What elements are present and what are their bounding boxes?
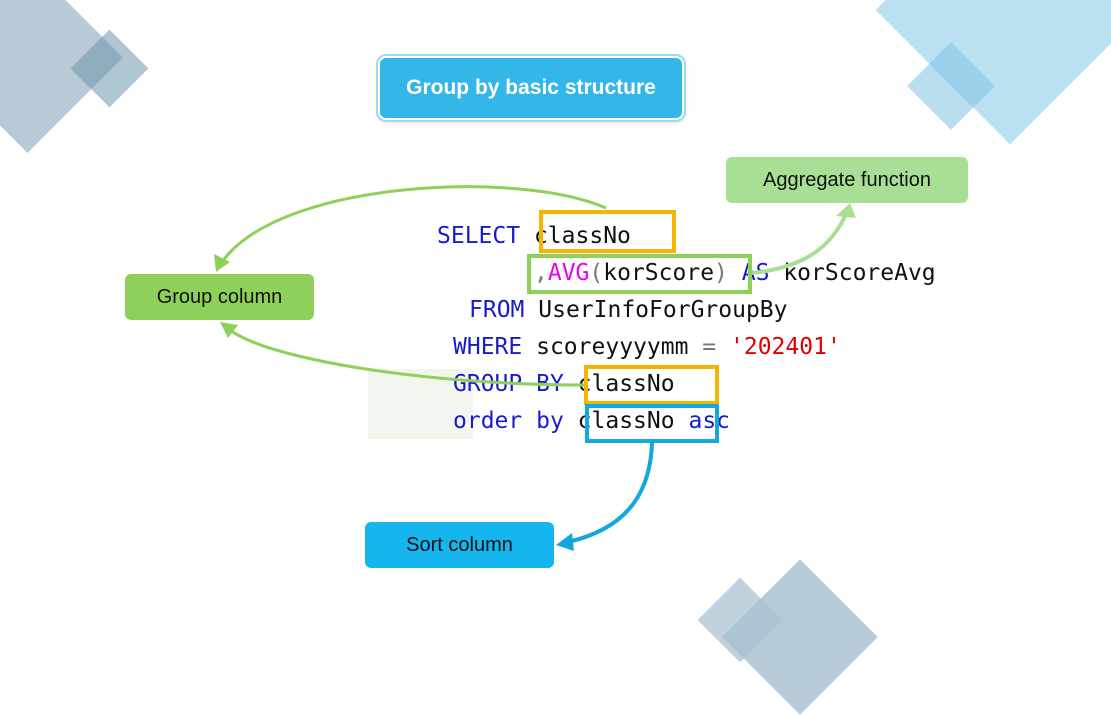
highlight-select-column	[539, 210, 676, 253]
code-line-order-by: order by classNo asc	[453, 403, 730, 440]
label-sort-column: Sort column	[365, 522, 554, 568]
avg-argument: korScore	[603, 260, 715, 286]
keyword-order-by: by	[536, 408, 564, 434]
paren-close: )	[714, 260, 728, 286]
arrow-head-group-bottom	[220, 322, 238, 338]
order-by-column: classNo	[577, 408, 675, 434]
arrow-head-group-top	[214, 254, 230, 272]
equals-operator: =	[702, 334, 717, 360]
page-title: Group by basic structure	[378, 56, 684, 120]
highlight-order-by-column	[585, 404, 719, 443]
select-column: classNo	[533, 223, 631, 249]
keyword-order: order	[453, 408, 523, 434]
code-line-where: WHERE scoreyyyymm = '202401'	[453, 329, 841, 366]
arrow-head-aggregate	[836, 203, 856, 218]
arrow-groupby-to-group	[229, 328, 585, 387]
label-aggregate-function: Aggregate function	[726, 157, 968, 203]
table-name: UserInfoForGroupBy	[538, 297, 788, 323]
keyword-select: SELECT	[437, 223, 521, 249]
keyword-where: WHERE	[453, 334, 523, 360]
arrow-head-sort	[556, 533, 574, 551]
where-value: '202401'	[730, 334, 841, 360]
arrow-avg-to-aggregate	[751, 213, 848, 275]
highlight-group-by-column	[584, 365, 719, 405]
code-line-group-by: GROUP BY classNo	[453, 366, 675, 403]
paren-open: (	[589, 260, 604, 286]
connector-arrows	[214, 185, 856, 551]
arrow-orderby-to-sort	[567, 442, 654, 544]
column-alias: korScoreAvg	[783, 260, 936, 286]
group-by-column: classNo	[577, 371, 675, 397]
comma: ,	[534, 260, 548, 286]
where-column: scoreyyyymm	[536, 334, 689, 360]
highlight-aggregate	[527, 254, 752, 294]
code-line-select: SELECT classNo	[437, 218, 631, 255]
code-line-from: FROM UserInfoForGroupBy	[469, 292, 788, 329]
function-avg: AVG	[547, 260, 590, 286]
label-group-column: Group column	[125, 274, 314, 320]
arrow-select-to-group	[220, 185, 607, 263]
keyword-from: FROM	[469, 297, 525, 323]
code-line-avg: ,AVG(korScore) AS korScoreAvg	[534, 255, 936, 292]
sort-direction: asc	[688, 408, 731, 434]
